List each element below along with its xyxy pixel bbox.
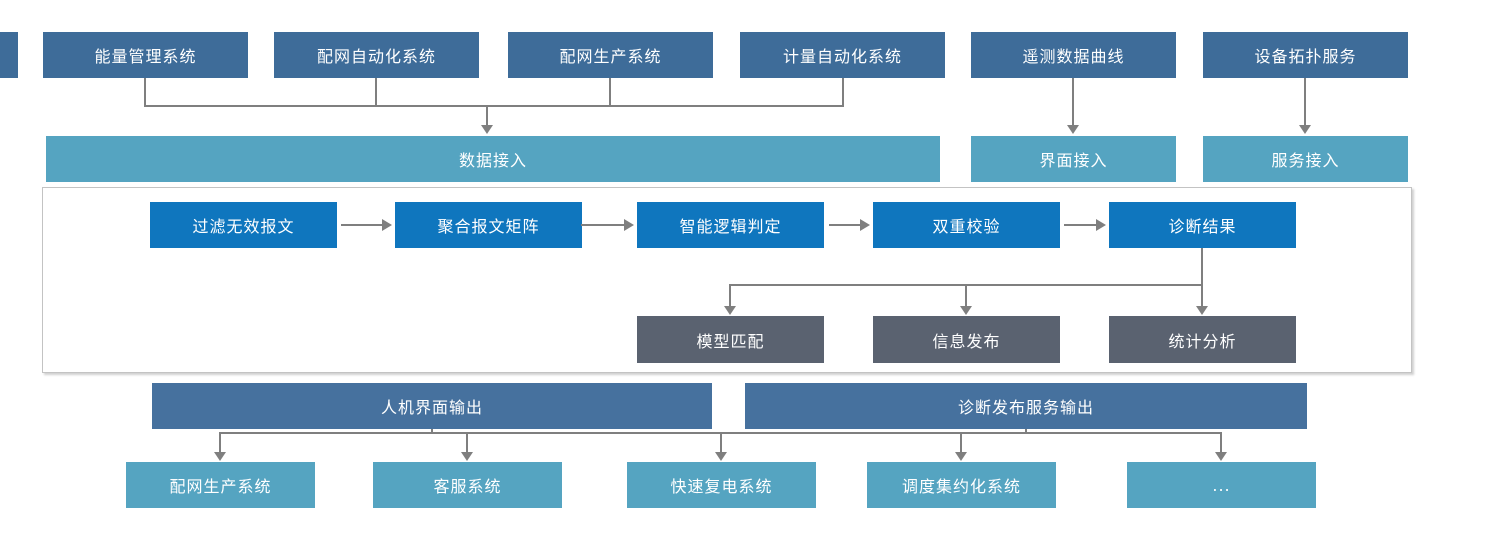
connector-line <box>144 105 844 107</box>
arrow-down-icon <box>960 306 972 315</box>
source-box-device-topology: 设备拓扑服务 <box>1203 32 1408 78</box>
arrow-right-icon <box>1096 219 1106 231</box>
arrow-right-icon <box>860 219 870 231</box>
arrow-down-icon <box>214 452 226 461</box>
connector-line <box>965 284 967 307</box>
connector-line <box>729 284 731 307</box>
connector-line <box>581 224 626 226</box>
connector-line <box>1220 432 1222 453</box>
service-access-box: 服务接入 <box>1203 136 1408 182</box>
connector-line <box>1201 248 1203 307</box>
consumer-box-distribution-production: 配网生产系统 <box>126 462 315 508</box>
output-box-diagnosis-publish-service: 诊断发布服务输出 <box>745 383 1307 429</box>
arrow-down-icon <box>955 452 967 461</box>
connector-line <box>1304 78 1306 126</box>
consumer-box-dispatch-centralized: 调度集约化系统 <box>867 462 1056 508</box>
connector-line <box>431 429 433 434</box>
connector-line <box>219 432 221 453</box>
arrow-down-icon <box>724 306 736 315</box>
consumer-box-more: ... <box>1127 462 1316 508</box>
step-box-double-verification: 双重校验 <box>873 202 1060 248</box>
arrow-down-icon <box>1215 452 1227 461</box>
connector-line <box>1064 224 1098 226</box>
connector-line <box>829 224 862 226</box>
connector-line <box>144 78 146 107</box>
arrow-down-icon <box>461 452 473 461</box>
step-box-filter-invalid-messages: 过滤无效报文 <box>150 202 337 248</box>
connector-line <box>720 432 722 453</box>
step-box-aggregate-message-matrix: 聚合报文矩阵 <box>395 202 582 248</box>
analysis-box-statistical-analysis: 统计分析 <box>1109 316 1296 363</box>
connector-line <box>842 78 844 107</box>
source-box-distribution-production: 配网生产系统 <box>508 32 713 78</box>
arrow-right-icon <box>624 219 634 231</box>
step-box-diagnosis-result: 诊断结果 <box>1109 202 1296 248</box>
output-box-hmi-output: 人机界面输出 <box>152 383 712 429</box>
arrow-right-icon <box>382 219 392 231</box>
ui-access-box: 界面接入 <box>971 136 1176 182</box>
step-box-intelligent-logic: 智能逻辑判定 <box>637 202 824 248</box>
source-box-energy-management: 能量管理系统 <box>43 32 248 78</box>
source-box-telemetry-curve: 遥测数据曲线 <box>971 32 1176 78</box>
connector-line <box>1072 78 1074 126</box>
arrow-down-icon <box>715 452 727 461</box>
arrow-down-icon <box>481 125 493 134</box>
arrow-down-icon <box>1196 306 1208 315</box>
consumer-box-fast-power-restore: 快速复电系统 <box>627 462 816 508</box>
data-access-bar: 数据接入 <box>46 136 940 182</box>
connector-line <box>341 224 384 226</box>
connector-line <box>1025 429 1027 434</box>
connector-line <box>375 78 377 107</box>
arrow-down-icon <box>1067 125 1079 134</box>
connector-line <box>486 105 488 126</box>
analysis-box-info-publishing: 信息发布 <box>873 316 1060 363</box>
arrow-down-icon <box>1299 125 1311 134</box>
edge-clipped-box <box>0 32 18 78</box>
connector-line <box>960 432 962 453</box>
consumer-box-customer-service: 客服系统 <box>373 462 562 508</box>
analysis-box-model-matching: 模型匹配 <box>637 316 824 363</box>
connector-line <box>466 432 468 453</box>
source-box-distribution-automation: 配网自动化系统 <box>274 32 479 78</box>
connector-line <box>609 78 611 107</box>
source-box-metering-automation: 计量自动化系统 <box>740 32 945 78</box>
